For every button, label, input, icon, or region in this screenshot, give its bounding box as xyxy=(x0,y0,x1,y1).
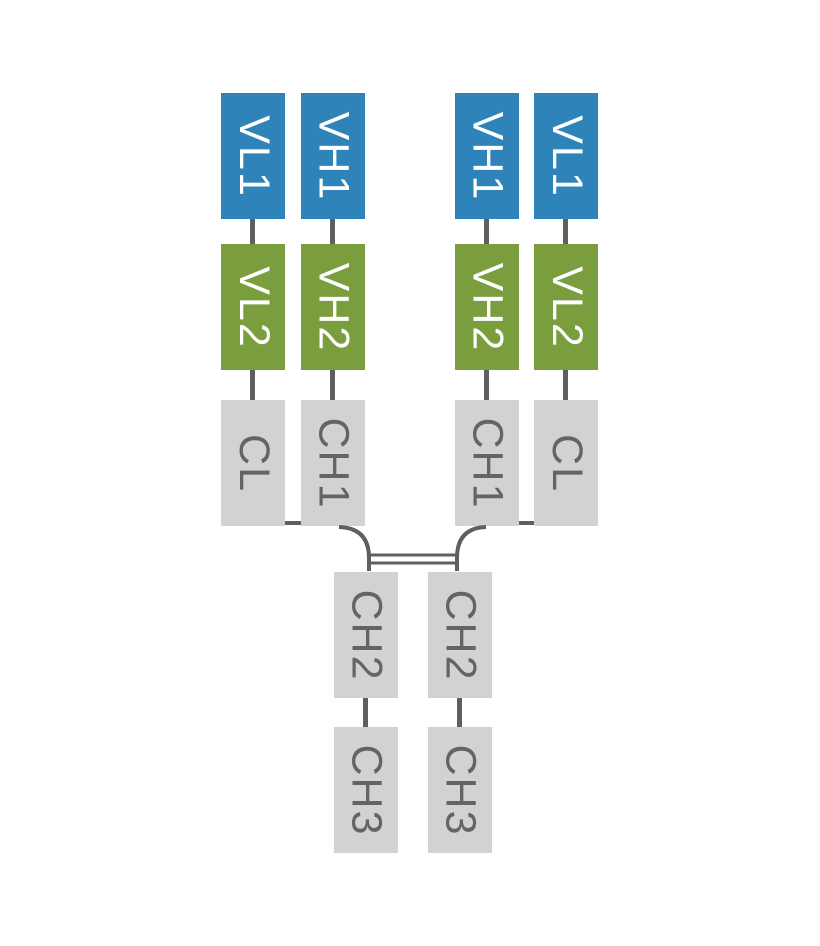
bond-link-v1-v2 xyxy=(484,219,489,244)
domain-label: VL2 xyxy=(542,265,591,349)
bond-link-v1-v2 xyxy=(330,219,335,244)
domain-label: VH2 xyxy=(309,262,358,352)
domain-label: VL1 xyxy=(229,114,278,198)
domain-box-ch1-left: CH1 xyxy=(301,400,365,526)
domain-box-cl-right: CL xyxy=(534,400,598,526)
domain-box-vh2-right: VH2 xyxy=(455,244,519,370)
bond-link-ch2-ch3 xyxy=(457,698,462,727)
domain-label: CL xyxy=(542,433,591,493)
domain-label: VH1 xyxy=(463,111,512,201)
domain-box-ch3-right: CH3 xyxy=(428,727,492,853)
domain-box-vh2-left: VH2 xyxy=(301,244,365,370)
domain-label: CH1 xyxy=(463,416,512,510)
bond-link-v2-constant xyxy=(484,370,489,400)
domain-label: VH1 xyxy=(309,111,358,201)
domain-box-cl-left: CL xyxy=(221,400,285,526)
domain-label: CH1 xyxy=(309,416,358,510)
domain-label: VH2 xyxy=(463,262,512,352)
domain-box-vl2-left: VL2 xyxy=(221,244,285,370)
domain-label: VL1 xyxy=(542,114,591,198)
domain-box-vl1-left: VL1 xyxy=(221,93,285,219)
disulfide-bond-cl-ch1-left xyxy=(285,521,301,525)
domain-box-vl1-right: VL1 xyxy=(534,93,598,219)
domain-box-ch2-right: CH2 xyxy=(428,572,492,698)
bond-link-v2-constant xyxy=(563,370,568,400)
domain-box-ch3-left: CH3 xyxy=(334,727,398,853)
domain-box-vh1-left: VH1 xyxy=(301,93,365,219)
bond-link-ch2-ch3 xyxy=(363,698,368,727)
hinge-curve-right xyxy=(455,525,487,571)
domain-label: CL xyxy=(229,433,278,493)
domain-box-vh1-right: VH1 xyxy=(455,93,519,219)
hinge-curve-left xyxy=(338,525,371,571)
domain-label: CH2 xyxy=(342,588,391,682)
domain-label: CH2 xyxy=(436,588,485,682)
domain-label: CH3 xyxy=(436,743,485,837)
bond-link-v1-v2 xyxy=(563,219,568,244)
domain-box-ch2-left: CH2 xyxy=(334,572,398,698)
bond-link-v2-constant xyxy=(330,370,335,400)
bond-link-v1-v2 xyxy=(250,219,255,244)
domain-box-vl2-right: VL2 xyxy=(534,244,598,370)
domain-box-ch1-right: CH1 xyxy=(455,400,519,526)
domain-label: CH3 xyxy=(342,743,391,837)
domain-label: VL2 xyxy=(229,265,278,349)
bond-link-v2-constant xyxy=(250,370,255,400)
disulfide-bond-cl-ch1-right xyxy=(519,521,534,525)
